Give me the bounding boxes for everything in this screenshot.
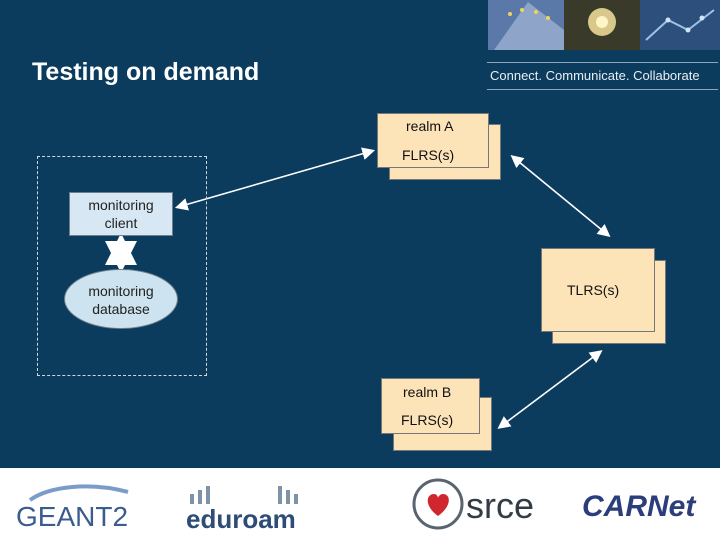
svg-text:GEANT2: GEANT2: [16, 501, 128, 532]
realm-a-label: realm A: [406, 118, 454, 134]
footer-logo-bar: GEANT2 eduroam srce CARNet: [0, 468, 720, 540]
svg-text:CARNet: CARNet: [582, 490, 697, 523]
tlrs-card-front: [541, 248, 655, 332]
srce-logo: srce: [412, 478, 534, 530]
client-label-line1: monitoring: [88, 197, 154, 213]
slide-canvas: Testing on demand Connect. Communicate. …: [32, 0, 720, 451]
client-label-line2: client: [104, 215, 138, 231]
tagline-frame: [487, 62, 718, 90]
arrow-realm-a-tlrs: [510, 154, 611, 238]
realm-b-label: realm B: [403, 384, 452, 400]
realm-b-sublabel: FLRS(s): [401, 412, 454, 428]
carnet-logo: CARNet: [582, 490, 697, 523]
diagram-connectors: [105, 147, 611, 429]
realm-b-card-front: [381, 378, 480, 434]
realm-a-card-front: [377, 113, 489, 168]
tlrs-label: TLRS(s): [567, 282, 620, 298]
database-label-line2: database: [92, 301, 150, 317]
arrow-client-realm-a: [174, 147, 376, 211]
page-title: Testing on demand: [32, 58, 260, 86]
tagline: Connect. Communicate. Collaborate: [490, 68, 700, 83]
geant2-logo: GEANT2: [16, 484, 129, 532]
monitoring-database-node: monitoring database: [64, 269, 178, 329]
realm-a-sublabel: FLRS(s): [402, 147, 455, 163]
database-label-line1: monitoring: [88, 283, 154, 299]
monitoring-group-frame: [37, 156, 207, 376]
monitoring-client-node: monitoring client: [69, 192, 173, 236]
svg-text:eduroam: eduroam: [186, 504, 296, 534]
eduroam-logo: eduroam: [186, 486, 298, 534]
svg-text:srce: srce: [466, 485, 534, 526]
header-images: [488, 0, 720, 50]
arrow-tlrs-realm-b: [497, 350, 603, 429]
